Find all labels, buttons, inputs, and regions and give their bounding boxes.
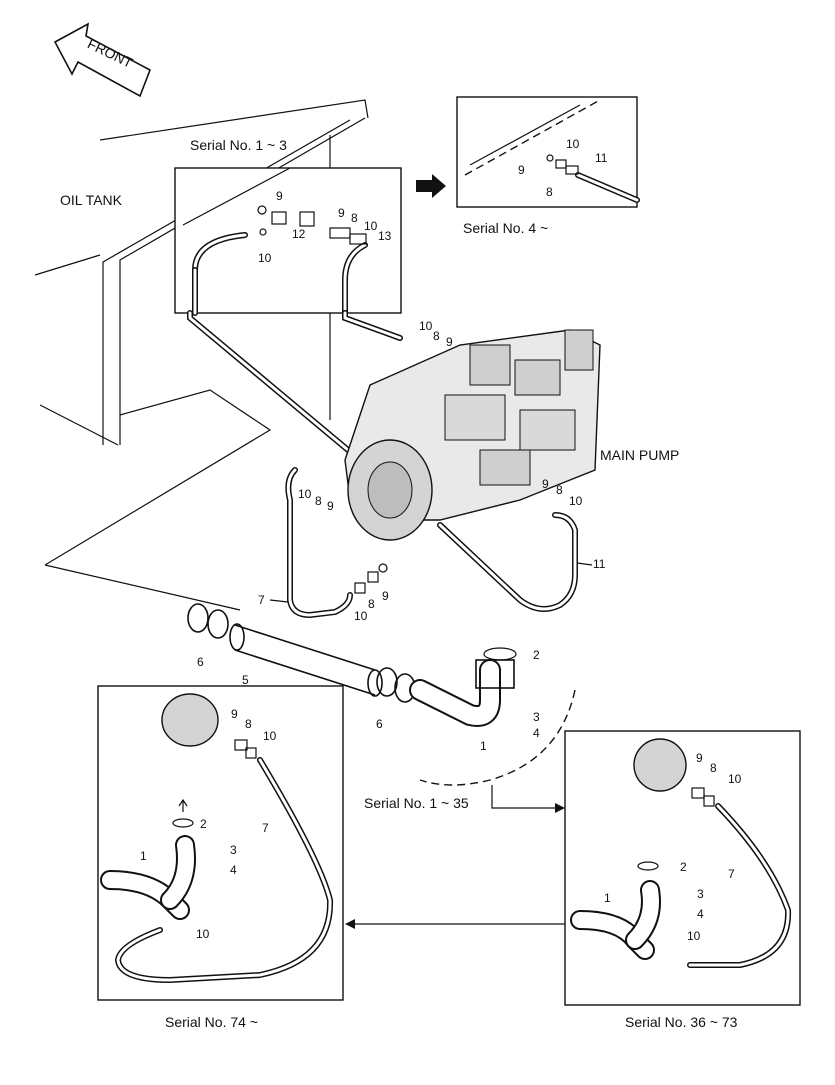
part-2-label: 2 [533, 648, 540, 662]
part-1-label: 1 [604, 891, 611, 905]
part-10-label: 10 [728, 772, 742, 786]
part-10-label: 10 [687, 929, 701, 943]
part-8-label: 8 [245, 717, 252, 731]
part-1-label: 1 [480, 739, 487, 753]
part-10-label: 10 [569, 494, 583, 508]
part-10-label: 10 [298, 487, 312, 501]
main-pump [344, 329, 601, 541]
part-9-label: 9 [231, 707, 238, 721]
part-7-label: 7 [258, 593, 265, 607]
part-8-label: 8 [433, 329, 440, 343]
part-9-label: 9 [276, 189, 283, 203]
front-arrow-icon: FRONT [53, 22, 152, 98]
part-9-label: 9 [696, 751, 703, 765]
inset-serial-1-3: 9 10 12 9 8 10 13 [174, 167, 402, 316]
part-6-label: 6 [197, 655, 204, 669]
part-4-label: 4 [697, 907, 704, 921]
part-7-label: 7 [728, 867, 735, 881]
part-5-label: 5 [242, 673, 249, 687]
serial-1-35-label: Serial No. 1 ~ 35 [364, 795, 469, 811]
arrow-right-icon [416, 174, 446, 198]
part-8-label: 8 [368, 597, 375, 611]
part-3-label: 3 [533, 710, 540, 724]
part-8-label: 8 [351, 211, 358, 225]
serial-36-73-label: Serial No. 36 ~ 73 [625, 1014, 738, 1030]
inset-serial-4: 10 11 9 8 [456, 96, 640, 208]
part-9-label: 9 [327, 499, 334, 513]
part-10-label: 10 [258, 251, 272, 265]
oil-tank-label: OIL TANK [60, 192, 123, 208]
serial-1-3-label: Serial No. 1 ~ 3 [190, 137, 287, 153]
part-10-label: 10 [354, 609, 368, 623]
front-label: FRONT [85, 35, 136, 71]
part-2-label: 2 [680, 860, 687, 874]
part-6-label: 6 [376, 717, 383, 731]
part-8-label: 8 [546, 185, 553, 199]
part-8-label: 8 [556, 483, 563, 497]
part-9-label: 9 [382, 589, 389, 603]
part-4-label: 4 [533, 726, 540, 740]
part-11-label: 11 [593, 557, 606, 571]
inset-serial-74 [97, 685, 344, 1001]
part-11-label: 11 [595, 151, 608, 165]
part-4-label: 4 [230, 863, 237, 877]
inset-serial-36-73 [564, 730, 801, 1006]
part-9-label: 9 [338, 206, 345, 220]
serial-4-label: Serial No. 4 ~ [463, 220, 548, 236]
part-10-label: 10 [566, 137, 580, 151]
part-9-label: 9 [446, 335, 453, 349]
part-1-label: 1 [140, 849, 147, 863]
part-10-label: 10 [419, 319, 433, 333]
part-9-label: 9 [542, 477, 549, 491]
part-3-label: 3 [230, 843, 237, 857]
part-8-label: 8 [315, 494, 322, 508]
part-2-label: 2 [200, 817, 207, 831]
part-10-label: 10 [263, 729, 277, 743]
part-3-label: 3 [697, 887, 704, 901]
part-9-label: 9 [518, 163, 525, 177]
part-10-label: 10 [364, 219, 378, 233]
main-pump-label: MAIN PUMP [600, 447, 679, 463]
serial-74-label: Serial No. 74 ~ [165, 1014, 258, 1030]
part-7-label: 7 [262, 821, 269, 835]
part-12-label: 12 [292, 227, 306, 241]
part-10-label: 10 [196, 927, 210, 941]
part-8-label: 8 [710, 761, 717, 775]
part-13-label: 13 [378, 229, 392, 243]
